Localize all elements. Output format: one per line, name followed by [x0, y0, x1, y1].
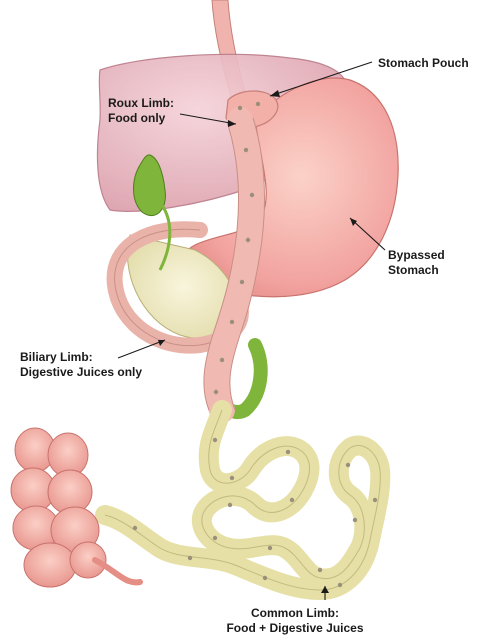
label-common-limb-line2: Food + Digestive Juices: [200, 621, 390, 636]
common-limb: [105, 410, 380, 590]
label-bypassed-stomach-line2: Stomach: [388, 263, 445, 278]
label-roux-limb-line1: Roux Limb:: [108, 96, 174, 111]
colon: [11, 428, 140, 587]
label-biliary-limb-line1: Biliary Limb:: [20, 350, 142, 365]
label-common-limb-line1: Common Limb:: [200, 606, 390, 621]
label-biliary-limb-line2: Digestive Juices only: [20, 365, 142, 380]
label-biliary-limb: Biliary Limb: Digestive Juices only: [20, 350, 142, 380]
label-common-limb: Common Limb: Food + Digestive Juices: [200, 606, 390, 636]
label-bypassed-stomach: Bypassed Stomach: [388, 248, 445, 278]
label-bypassed-stomach-line1: Bypassed: [388, 248, 445, 263]
label-roux-limb-line2: Food only: [108, 111, 174, 126]
label-stomach-pouch: Stomach Pouch: [378, 56, 469, 71]
label-roux-limb: Roux Limb: Food only: [108, 96, 174, 126]
